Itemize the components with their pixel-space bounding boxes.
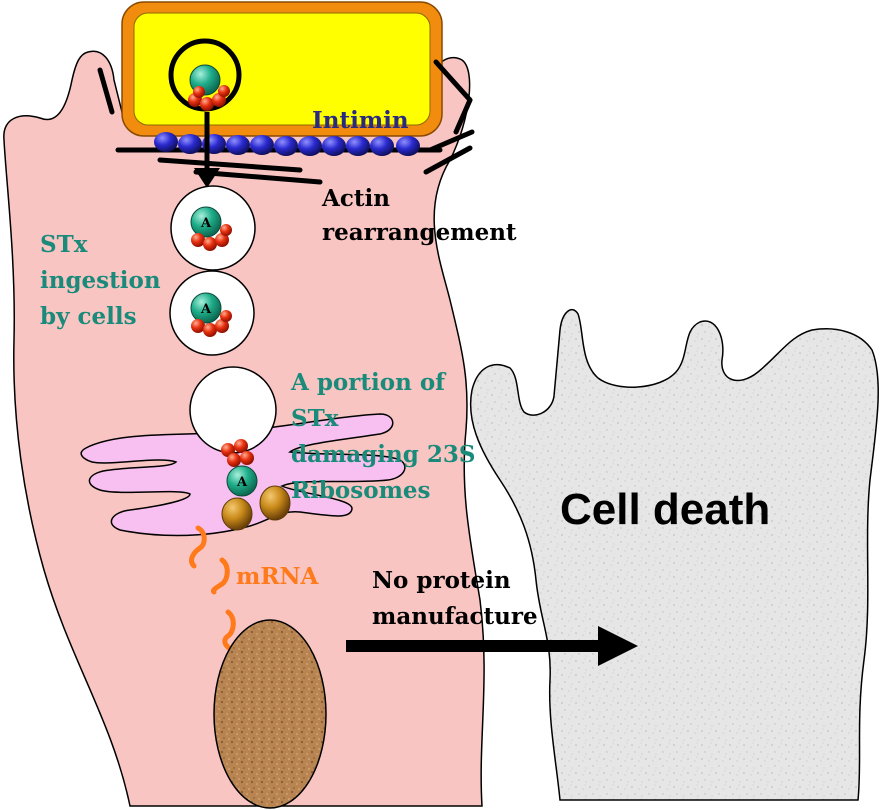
dead-cell-icon: [469, 309, 879, 801]
actin-label-line2: rearrangement: [322, 219, 517, 246]
fusing-vesicle: [189, 366, 277, 454]
mrna-strand: [189, 525, 241, 655]
arrow-icon: [346, 626, 638, 666]
endocytic-vesicle: A: [170, 185, 256, 271]
shiga-toxin-icon: A: [221, 439, 258, 497]
cell-death-label: Cell death: [560, 485, 770, 534]
intimin-label: Intimin: [312, 107, 409, 134]
stx-label-line1: STx: [40, 231, 88, 258]
noprotein-label-line1: No protein: [372, 567, 511, 594]
subunit-a-label: A: [200, 302, 212, 317]
subunit-a-label: A: [236, 475, 248, 490]
nucleus-icon: [213, 619, 327, 809]
portion-label-line1: A portion of: [290, 369, 447, 396]
subunit-a-label: A: [200, 216, 212, 231]
actin-label-line1: Actin: [321, 185, 390, 212]
ribosome-icon: [221, 485, 291, 531]
mrna-label: mRNA: [236, 563, 319, 590]
portion-label-line4: Ribosomes: [291, 477, 430, 504]
stx-label-line2: ingestion: [40, 267, 161, 294]
portion-label-line3: damaging 23S: [291, 441, 475, 468]
portion-label-line2: STx: [291, 405, 339, 432]
noprotein-label-line2: manufacture: [372, 603, 538, 630]
bacterial-toxin-vesicle: [168, 38, 242, 112]
endocytic-vesicle: A: [169, 270, 255, 356]
intimin-beads: [154, 132, 420, 156]
arrow-icon: [194, 112, 220, 188]
stx-label-line3: by cells: [40, 303, 137, 330]
